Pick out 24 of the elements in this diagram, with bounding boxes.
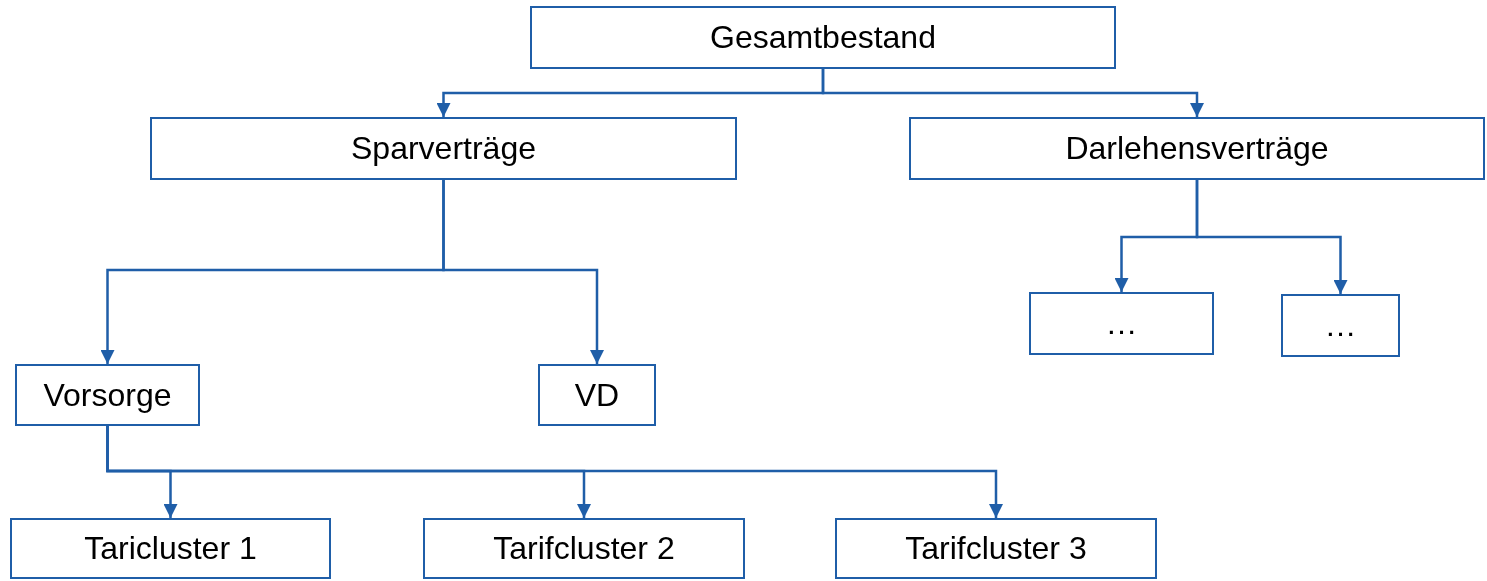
- box-label: Taricluster 1: [84, 530, 257, 567]
- box: [1281, 294, 1400, 357]
- box-label: …: [1105, 305, 1138, 342]
- box-label: Darlehensverträge: [1065, 130, 1329, 167]
- connector-arrow: [106, 426, 1003, 518]
- connector-arrow: [1195, 180, 1348, 294]
- box-label: Tarifcluster 3: [905, 530, 1087, 567]
- box-label: …: [1324, 307, 1357, 344]
- connector-arrow: [442, 180, 604, 364]
- box: [835, 518, 1157, 579]
- box: [150, 117, 737, 180]
- box-label: Sparverträge: [351, 130, 536, 167]
- box: [423, 518, 745, 579]
- connector-arrow: [821, 69, 1204, 117]
- box-label: Gesamtbestand: [710, 19, 936, 56]
- box: [1029, 292, 1214, 355]
- box: [15, 364, 200, 426]
- box: [10, 518, 331, 579]
- box: [909, 117, 1485, 180]
- box-label: Vorsorge: [43, 376, 172, 414]
- box: [538, 364, 656, 426]
- box-label: Tarifcluster 2: [493, 530, 675, 567]
- box: [530, 6, 1116, 69]
- box-label: VD: [574, 376, 620, 414]
